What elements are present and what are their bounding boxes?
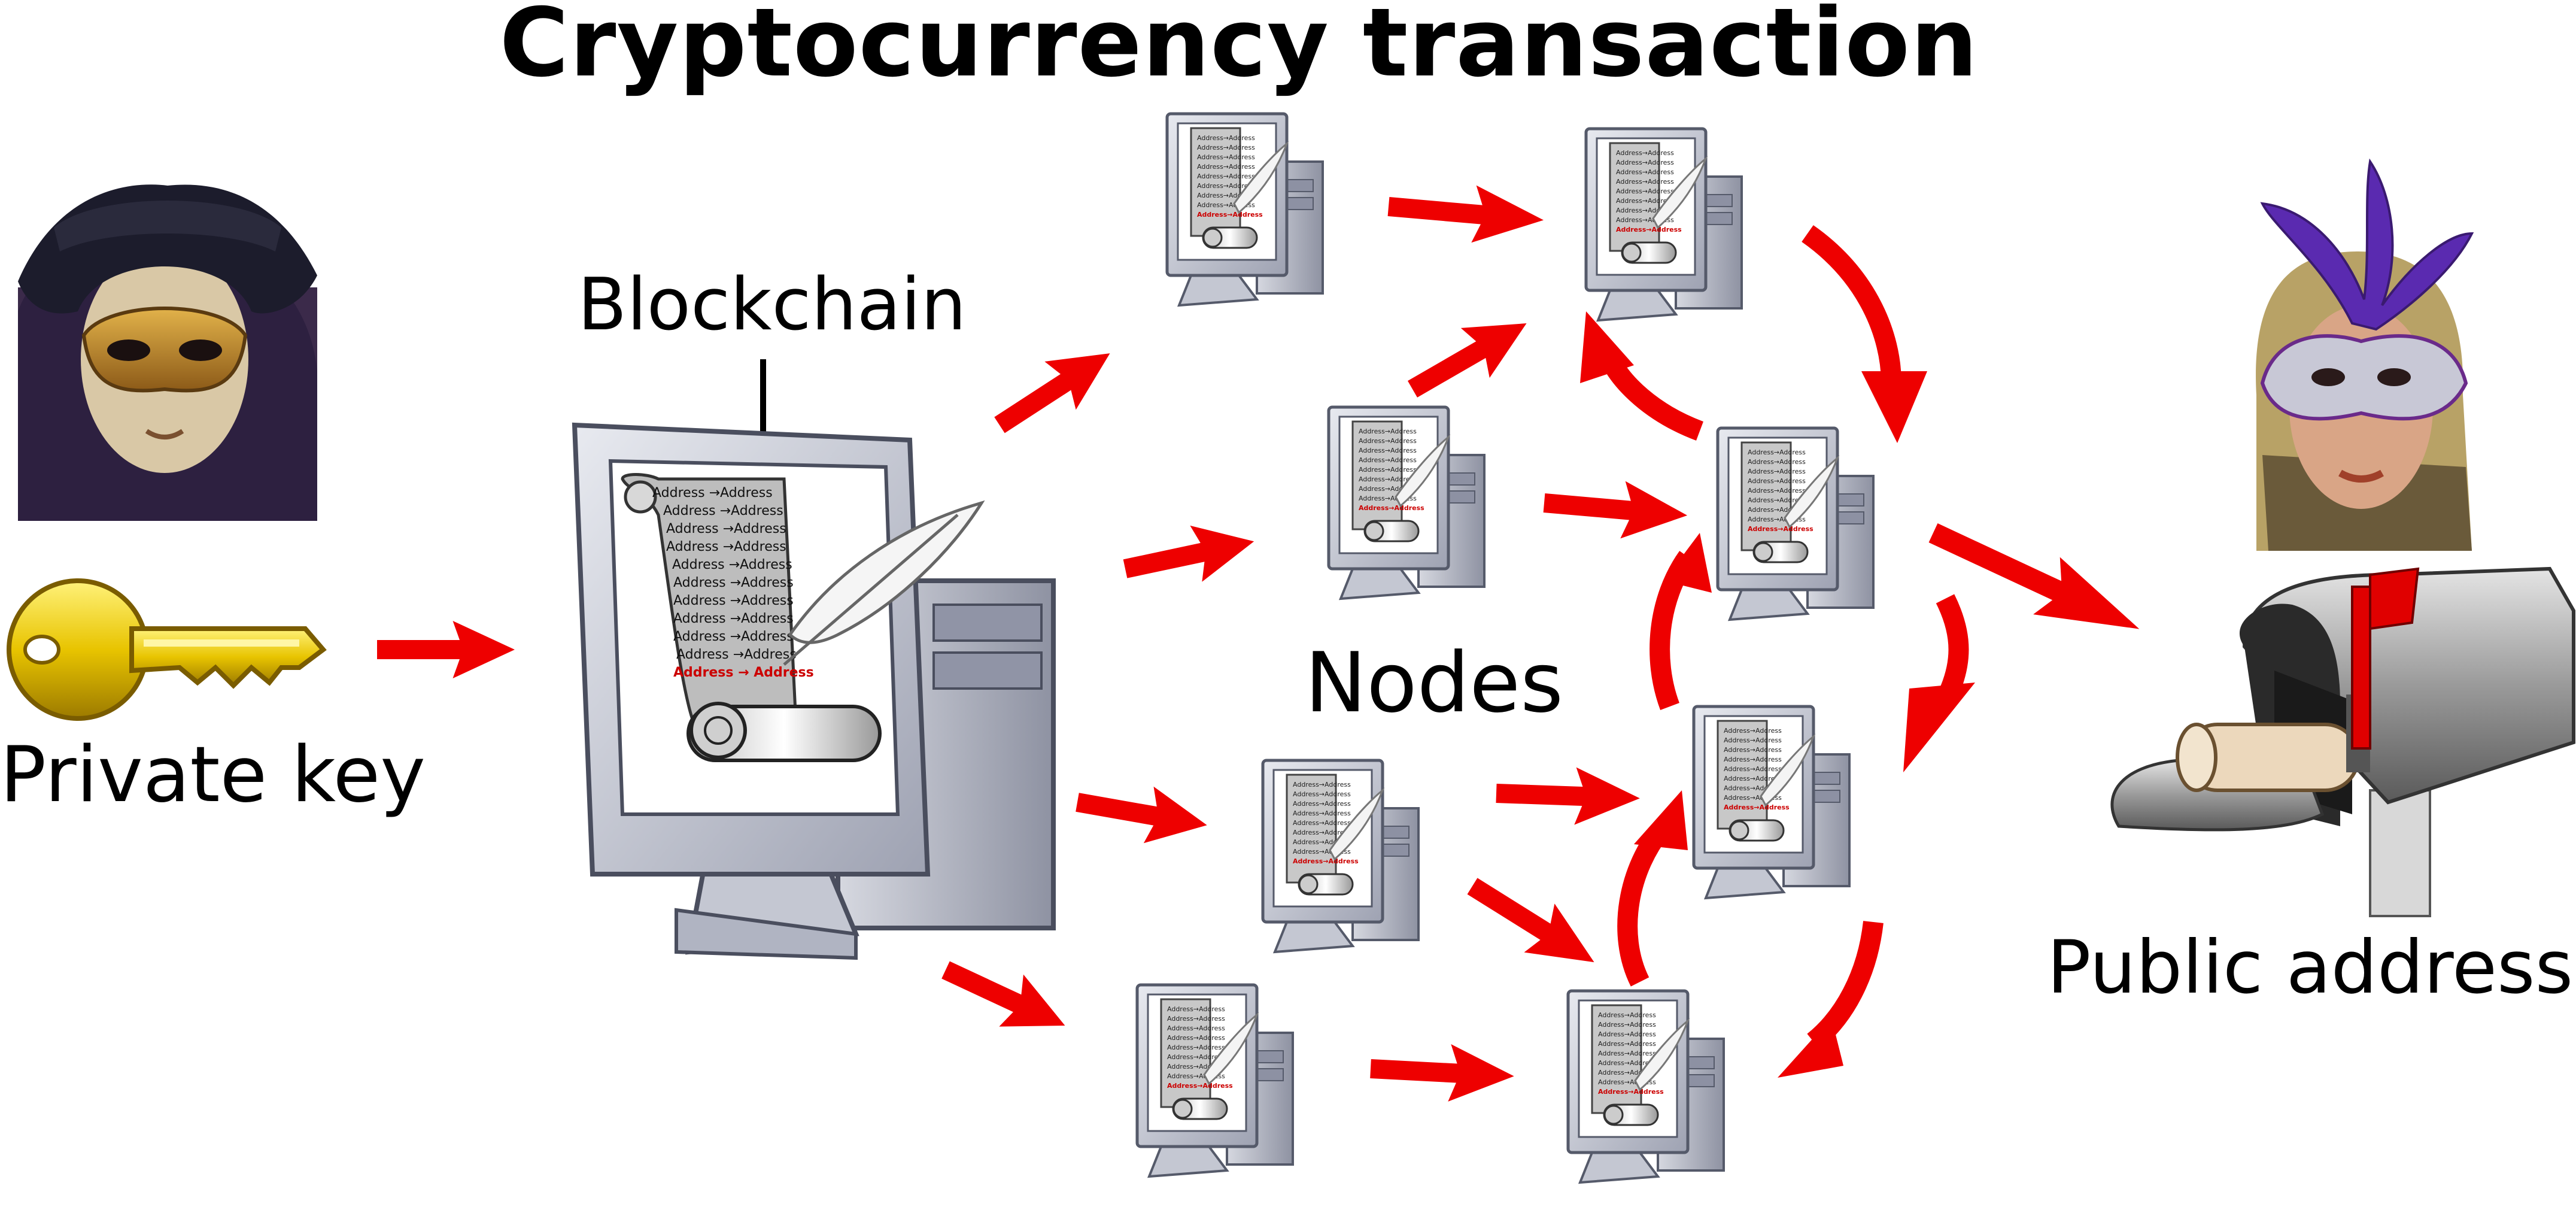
arrow [983, 329, 1126, 450]
ledger-entry: Address →Address [672, 557, 792, 572]
node-computer-icon [1586, 129, 1742, 320]
arrow [1369, 1040, 1516, 1105]
node-computer-icon [1167, 114, 1323, 305]
ledger-entry: Address →Address [666, 521, 786, 536]
blockchain-label: Blockchain [578, 263, 967, 347]
ledger-entry: Address →Address [673, 611, 794, 626]
node-computer-icon [1329, 407, 1484, 599]
curved-arrows [1600, 225, 1969, 1050]
arrow-key-to-blockchain [377, 621, 515, 678]
ledger-entry: Address →Address [666, 539, 786, 554]
node-computer-icon [1137, 985, 1293, 1176]
public-address-label: Public address [2047, 925, 2574, 1010]
masked-woman-icon [2256, 158, 2474, 551]
ledger-entries: Address →Address Address →Address Addres… [652, 486, 814, 680]
arrow [1541, 474, 1690, 544]
arrow [1398, 298, 1541, 414]
ledger-entry: Address →Address [673, 629, 794, 644]
curved-arrow-heads [1580, 311, 1975, 1078]
ledger-entry: Address →Address [676, 647, 797, 662]
arrow [1495, 765, 1641, 827]
arrow [1457, 862, 1609, 987]
node-computer-icon [1718, 428, 1873, 620]
private-key-label: Private key [0, 730, 426, 820]
computer-scroll-icon: Address →Address Address →Address Addres… [572, 422, 1056, 960]
nodes-label: Nodes [1305, 635, 1564, 731]
arrow [1072, 774, 1212, 854]
arrow [1386, 178, 1547, 249]
ledger-entry: Address →Address [663, 504, 783, 518]
node-computer-icon [1694, 706, 1849, 898]
ledger-last-entry: Address → Address [673, 665, 814, 680]
arrow [1119, 513, 1260, 597]
ledger-entry: Address →Address [652, 486, 773, 501]
diagram-title: Cryptocurrency transaction [499, 0, 1979, 98]
node-computer-icon [1568, 991, 1724, 1182]
arrow [933, 944, 1077, 1052]
key-icon [7, 578, 327, 721]
masked-man-icon [18, 184, 317, 521]
node-computer-icon [1263, 760, 1418, 952]
ledger-entry: Address →Address [673, 575, 794, 590]
arrows-network [933, 178, 2153, 1105]
ledger-entry: Address →Address [673, 593, 794, 608]
mailbox-icon [2110, 566, 2575, 917]
quill-icon [788, 500, 985, 644]
